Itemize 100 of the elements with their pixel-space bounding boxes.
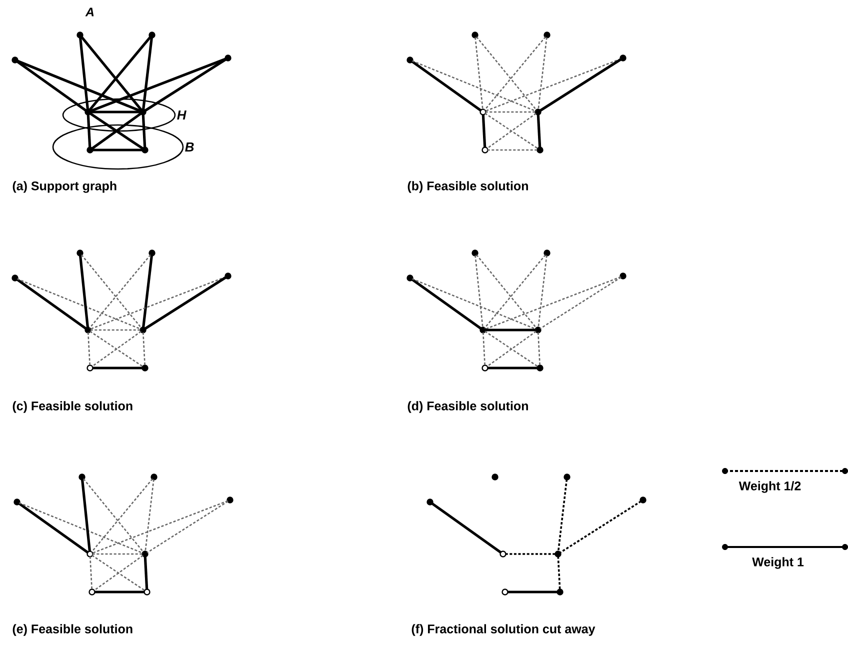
- graph-edge: [537, 332, 541, 366]
- graph-edge: [487, 366, 538, 370]
- graph-vertex: [86, 364, 94, 372]
- graph-vertex: [150, 474, 158, 480]
- graph-edge: [560, 500, 642, 554]
- graph-edge: [89, 254, 151, 329]
- graph-edge: [90, 58, 226, 112]
- graph-vertex: [88, 588, 96, 596]
- graph-vertex: [472, 32, 478, 38]
- graph-edge: [86, 114, 92, 148]
- graph-edge: [484, 254, 546, 329]
- graph-edge: [476, 254, 538, 329]
- graph-vertex: [492, 474, 498, 480]
- graph-vertex: [76, 32, 84, 38]
- graph-vertex: [142, 550, 148, 558]
- panel-caption: (f) Fractional solution cut away: [412, 624, 596, 636]
- graph-edge: [90, 110, 141, 114]
- graph-edge: [87, 332, 91, 366]
- graph-vertex: [482, 364, 488, 372]
- graph-vertex: [224, 54, 232, 62]
- graph-edge: [16, 278, 87, 330]
- graph-edge: [78, 255, 90, 328]
- panel-caption: (e) Feasible solution: [12, 624, 132, 636]
- graph-vertex: [544, 32, 550, 38]
- graph-vertex: [536, 146, 544, 154]
- graph-vertex: [544, 250, 550, 256]
- graph-vertex: [640, 496, 646, 504]
- graph-edge: [80, 36, 143, 112]
- graph-edge: [144, 479, 154, 552]
- graph-edge: [474, 255, 484, 328]
- graph-edge: [144, 276, 227, 330]
- graph-edge: [536, 114, 542, 148]
- graph-edge: [144, 58, 227, 112]
- graph-edge: [80, 479, 92, 552]
- graph-edge: [142, 37, 154, 110]
- graph-edge: [89, 556, 93, 590]
- graph-vertex: [472, 250, 478, 256]
- legend-label: Weight 1/2: [738, 481, 801, 493]
- graph-edge: [557, 556, 561, 590]
- graph-edge: [484, 58, 622, 112]
- node-label: H: [177, 110, 186, 120]
- graph-edge: [92, 553, 143, 555]
- graph-edge: [485, 328, 536, 332]
- graph-edge: [18, 502, 89, 554]
- node-label: B: [185, 142, 194, 152]
- graph-vertex: [500, 550, 506, 558]
- graph-vertex: [140, 108, 146, 116]
- graph-edge: [78, 37, 90, 110]
- graph-edge: [92, 366, 143, 370]
- graph-edge: [146, 500, 228, 554]
- graph-edge: [18, 502, 144, 554]
- graph-vertex: [86, 146, 94, 154]
- graph-vertex: [554, 550, 562, 558]
- graph-vertex: [620, 54, 626, 62]
- graph-vertex: [480, 326, 486, 334]
- graph-vertex: [224, 272, 232, 280]
- graph-vertex: [142, 146, 148, 154]
- graph-vertex: [14, 498, 20, 506]
- graph-vertex: [480, 108, 486, 116]
- graph-edge: [82, 478, 144, 553]
- graph-edge: [484, 276, 622, 330]
- graph-vertex: [12, 56, 18, 64]
- graph-edge: [505, 553, 556, 555]
- graph-edge: [487, 149, 538, 151]
- graph-edge: [412, 60, 536, 112]
- graph-vertex: [426, 498, 434, 506]
- graph-vertex: [226, 496, 234, 504]
- graph-edge: [540, 276, 622, 330]
- graph-edge: [90, 276, 226, 330]
- set-label: A: [85, 8, 94, 16]
- graph-edge: [476, 36, 538, 111]
- graph-vertex: [556, 588, 564, 596]
- graph-vertex: [482, 146, 488, 154]
- graph-edge: [538, 255, 548, 328]
- graph-vertex: [406, 56, 414, 64]
- graph-vertex: [78, 474, 86, 480]
- graph-edge: [90, 329, 141, 331]
- graph-edge: [92, 148, 143, 152]
- graph-edge: [431, 502, 502, 554]
- graph-edge: [92, 500, 228, 554]
- graph-vertex: [534, 326, 542, 334]
- graph-edge: [484, 36, 546, 111]
- graph-edge: [91, 478, 153, 553]
- graph-edge: [485, 111, 536, 113]
- graph-edge: [144, 556, 148, 590]
- graph-vertex: [502, 588, 508, 596]
- panel-caption: (d) Feasible solution: [408, 401, 528, 413]
- graph-edge: [16, 60, 142, 112]
- graph-vertex: [86, 550, 94, 558]
- graph-vertex: [84, 326, 92, 334]
- graph-vertex: [12, 274, 18, 282]
- graph-edge: [482, 114, 486, 148]
- graph-vertex: [142, 364, 148, 372]
- graph-edge: [507, 590, 558, 594]
- graph-edge: [142, 332, 146, 366]
- graph-vertex: [564, 474, 570, 480]
- graph-edge: [411, 60, 482, 112]
- graph-edge: [142, 114, 146, 148]
- graph-edge: [94, 590, 145, 594]
- graph-vertex: [148, 32, 156, 38]
